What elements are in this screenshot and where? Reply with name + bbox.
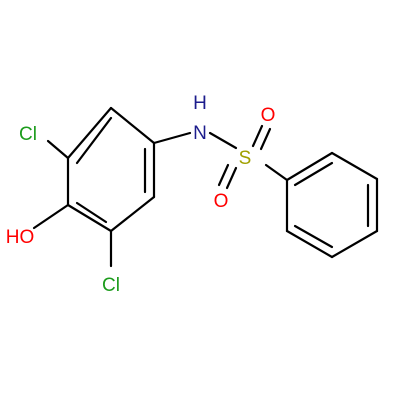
phenyl-ring	[285, 151, 379, 259]
bond	[66, 106, 113, 160]
bond	[109, 106, 156, 145]
bond-s-o-bottom-second	[217, 163, 230, 187]
bond-c-n	[152, 131, 192, 145]
atom-label-ho: HO	[6, 227, 35, 248]
atom-label-h: H	[193, 93, 207, 114]
atom-label-s: S	[239, 148, 252, 169]
double-bond-inner	[293, 224, 334, 249]
bond-s-phenyl	[264, 163, 289, 182]
bond-c-oh	[32, 203, 70, 230]
atom-label-cl-top: Cl	[19, 124, 37, 145]
bond	[330, 229, 379, 259]
atom-label-n: N	[193, 123, 207, 144]
bond	[66, 203, 113, 233]
dichlorophenol-ring	[66, 106, 156, 233]
bond-s-o-bottom	[225, 166, 238, 190]
bond-n-s	[208, 131, 238, 150]
bond	[285, 229, 334, 259]
bond-s-o-top	[251, 124, 264, 148]
bond	[330, 151, 379, 181]
double-bond-inner	[75, 116, 113, 165]
bond	[285, 151, 334, 182]
bond-c-cl-top	[46, 139, 70, 160]
atom-label-o-bottom: O	[214, 191, 229, 212]
double-bond-inner	[75, 201, 108, 224]
atom-label-o-top: O	[261, 105, 276, 126]
atom-label-cl-bottom: Cl	[102, 275, 120, 296]
double-bond-inner	[293, 161, 334, 187]
bond-s-o-top-second	[259, 127, 272, 151]
bond	[109, 195, 156, 233]
